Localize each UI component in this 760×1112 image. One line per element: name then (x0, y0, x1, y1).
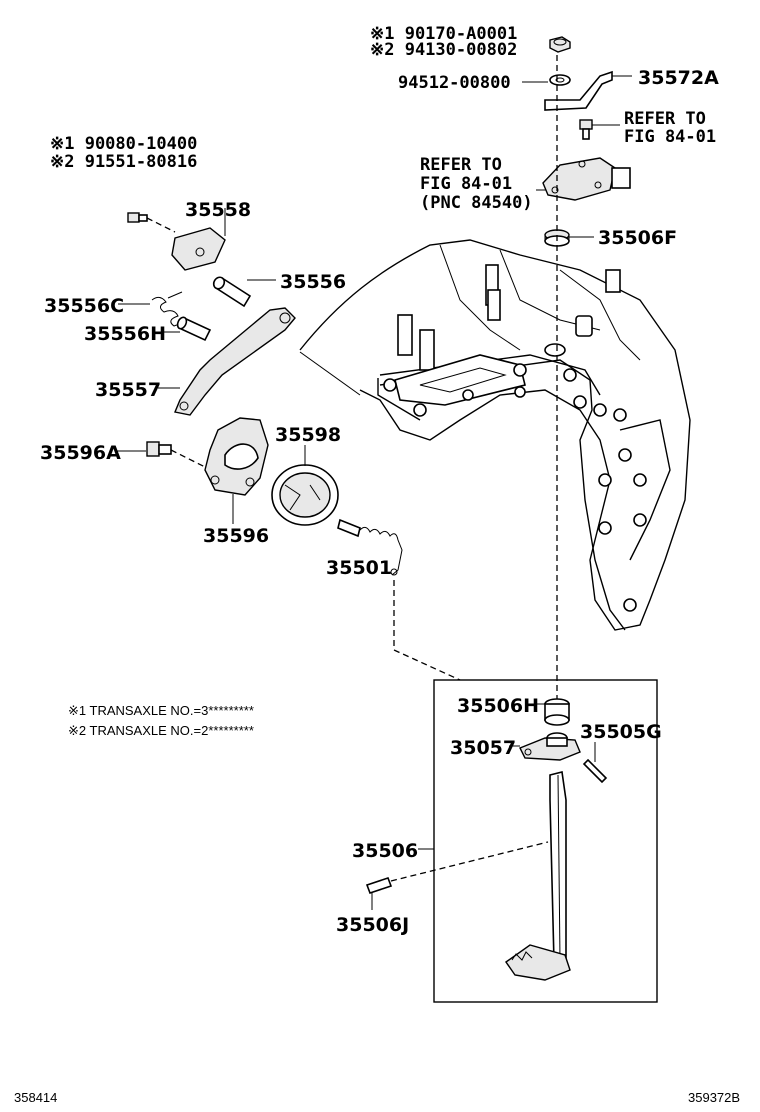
bolt-small-icon (127, 212, 176, 233)
label-35598: 35598 (275, 424, 341, 446)
clip-35506J-icon (365, 841, 549, 895)
pin-35556H-icon (176, 316, 212, 342)
neutral-switch-group (542, 36, 631, 700)
label-35556H: 35556H (84, 323, 166, 345)
label-35057: 35057 (450, 737, 516, 759)
lever-35557-icon (174, 307, 296, 416)
note-transaxle-2: ※2 TRANSAXLE NO.=2********* (68, 723, 254, 738)
lever-35057-icon (519, 732, 581, 761)
label-35596A: 35596A (40, 442, 121, 464)
shaft-35506-icon (505, 771, 571, 981)
label-nut-code-2: ※2 94130-00802 (370, 40, 517, 60)
lever-group (127, 212, 461, 681)
label-nut-code-1: ※1 90170-A0001 (370, 24, 517, 44)
bolt-icon (579, 119, 593, 140)
bracket-35572A (544, 70, 613, 111)
note-transaxle-1: ※1 TRANSAXLE NO.=3********* (68, 703, 254, 718)
pin-35505G-icon (582, 758, 608, 784)
label-washer: 94512-00800 (398, 73, 511, 93)
label-35558: 35558 (185, 199, 251, 221)
label-35506: 35506 (352, 840, 418, 862)
label-bolt-code-2: ※2 91551-80816 (50, 152, 197, 172)
label-refer-switch-1: REFER TO (420, 155, 502, 175)
bolt-35596A-icon (146, 441, 206, 468)
label-refer-switch-2: FIG 84-01 (420, 174, 512, 194)
seal-35598-icon (271, 464, 339, 526)
label-bolt-code-1: ※1 90080-10400 (50, 134, 197, 154)
spring-35556C-icon (151, 291, 189, 329)
shaft-assembly-box (433, 679, 658, 1003)
transaxle-housing (299, 239, 691, 631)
label-35596: 35596 (203, 525, 269, 547)
label-35556: 35556 (280, 271, 346, 293)
label-refer-bolt-1: REFER TO (624, 109, 706, 129)
footer-right-code: 359372B (688, 1090, 740, 1105)
neutral-switch-icon (542, 157, 631, 201)
label-35556C: 35556C (44, 295, 124, 317)
cover-35558-icon (171, 227, 226, 271)
label-35557: 35557 (95, 379, 161, 401)
nut-icon (549, 36, 571, 53)
label-35506J: 35506J (336, 914, 409, 936)
rod-35501-icon (337, 518, 403, 576)
label-35505G: 35505G (580, 721, 662, 743)
washer-icon (549, 74, 571, 86)
label-35572A: 35572A (638, 67, 719, 89)
label-refer-bolt-2: FIG 84-01 (624, 127, 716, 147)
footer-left-code: 358414 (14, 1090, 57, 1105)
label-35501: 35501 (326, 557, 392, 579)
collar-35506H-icon (544, 698, 570, 726)
callout-labels: ※1 90170-A0001 ※2 94130-00802 94512-0080… (40, 24, 719, 936)
leader-lines (115, 75, 632, 910)
label-35506H: 35506H (457, 695, 539, 717)
label-refer-switch-3: (PNC 84540) (420, 193, 533, 213)
pin-35556-icon (212, 276, 252, 308)
label-35506F: 35506F (598, 227, 677, 249)
